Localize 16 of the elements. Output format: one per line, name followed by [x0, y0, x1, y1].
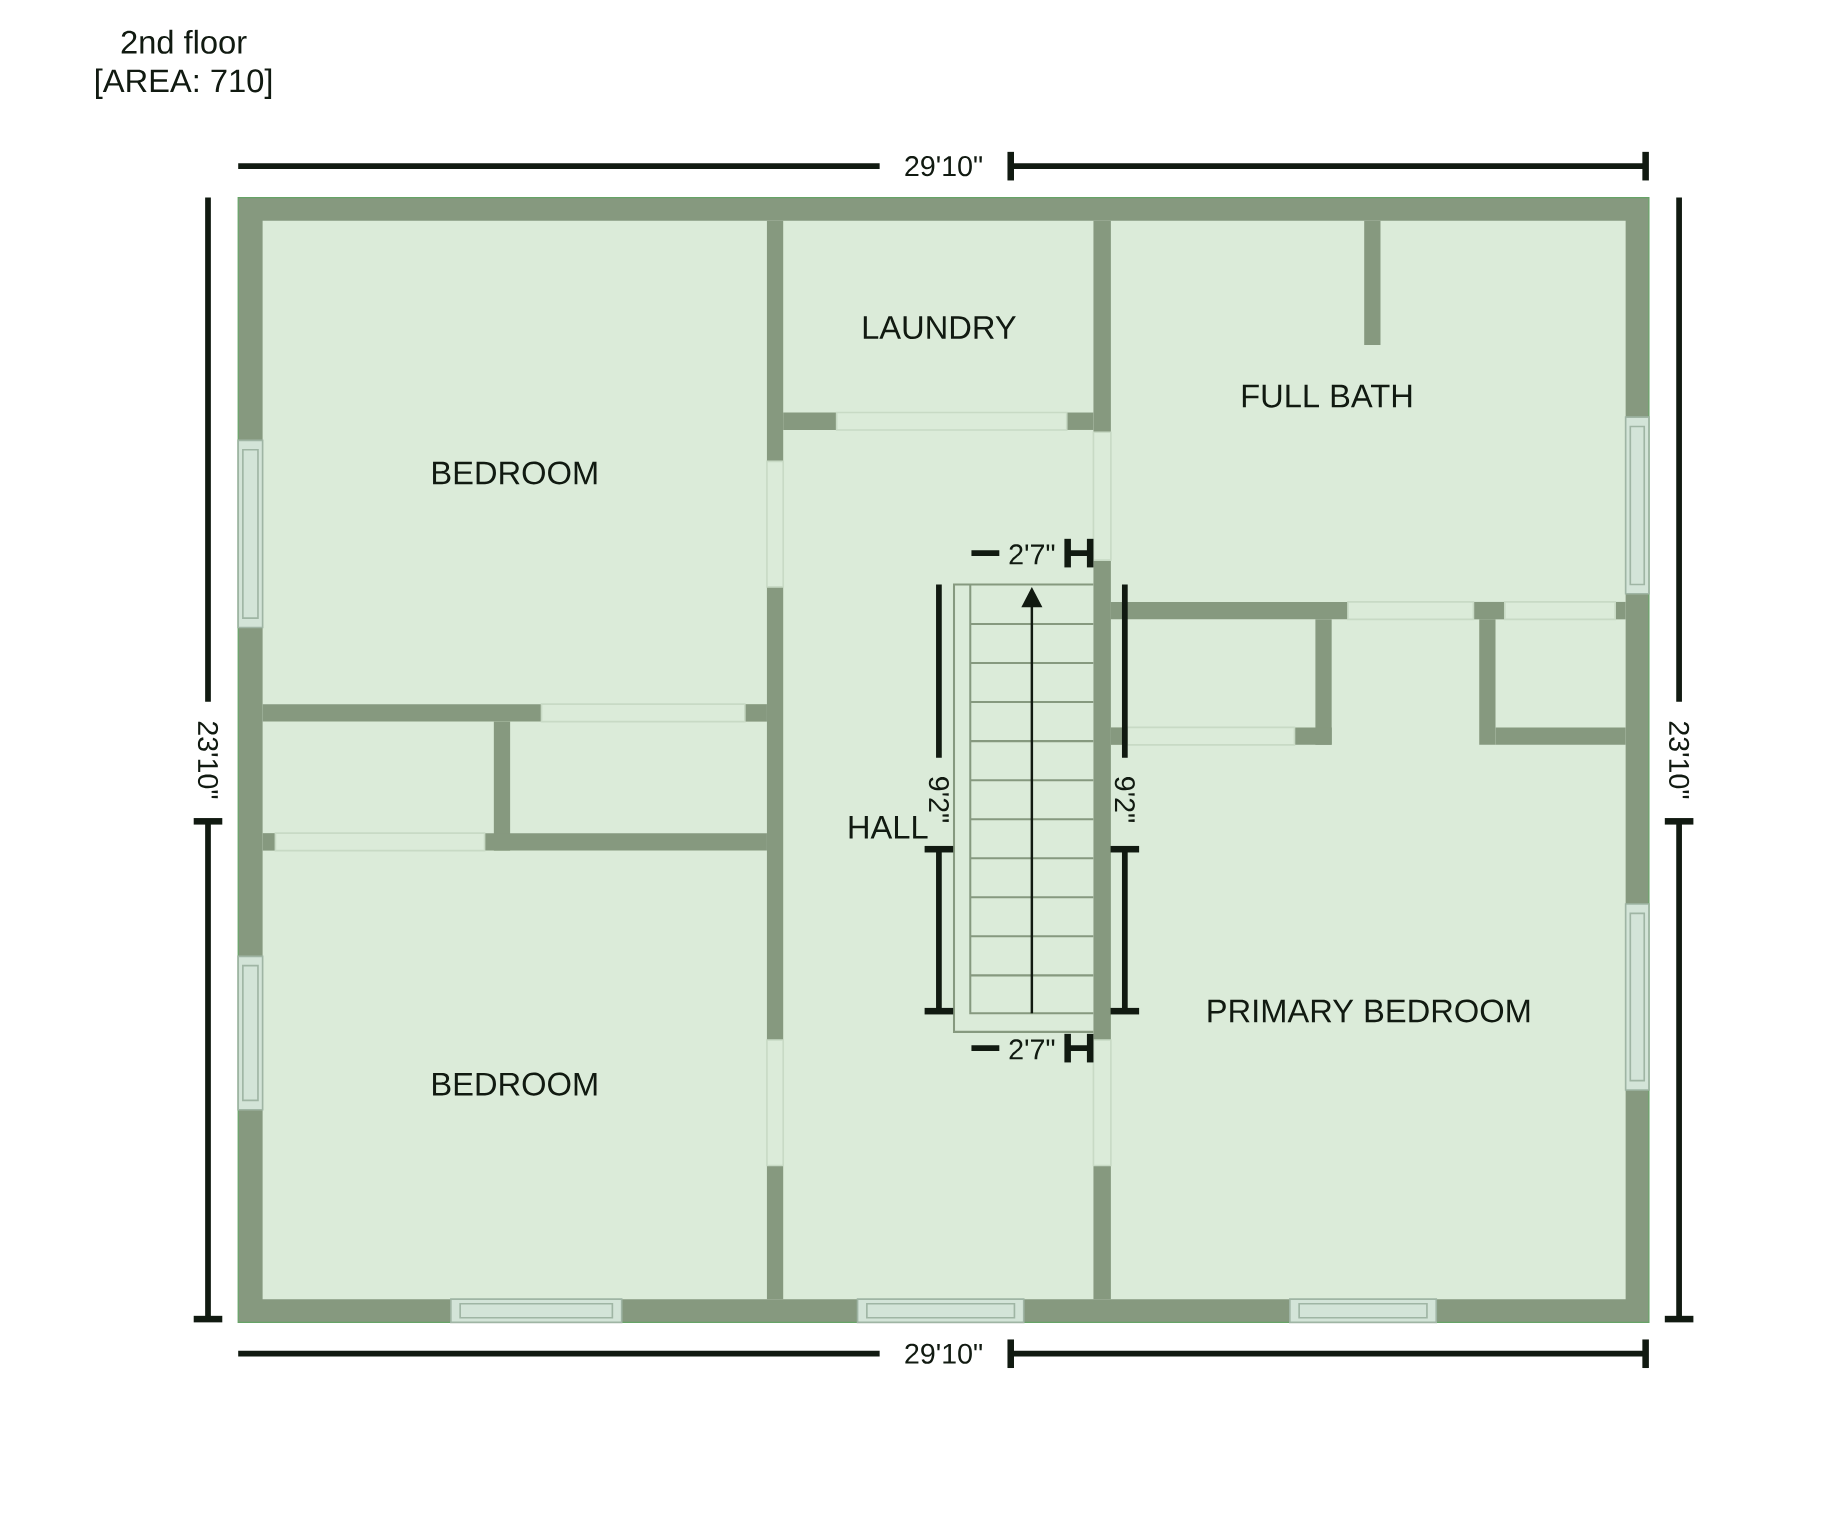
area-label: [AREA: 710] [96, 68, 272, 99]
room-label: FULL BATH [1242, 384, 1412, 408]
dimension-label: 2'7" [1009, 544, 1055, 565]
dimension-label: 29'10" [905, 156, 982, 177]
room-label: PRIMARY BEDROOM [1208, 999, 1530, 1023]
dimension-label: 9'2" [928, 777, 949, 822]
room-label: HALL [849, 816, 928, 839]
room-label: BEDROOM [433, 461, 597, 485]
dimension-label: 9'2" [1114, 777, 1135, 822]
room-label: LAUNDRY [863, 316, 1016, 339]
room-label: BEDROOM [433, 1072, 597, 1096]
title: 2nd floor [121, 29, 247, 54]
dimension-label: 23'10" [197, 721, 219, 799]
dimension-label: 29'10" [905, 1343, 982, 1364]
dimension-label: 2'7" [1009, 1039, 1055, 1060]
dimension-label: 23'10" [1669, 721, 1690, 799]
